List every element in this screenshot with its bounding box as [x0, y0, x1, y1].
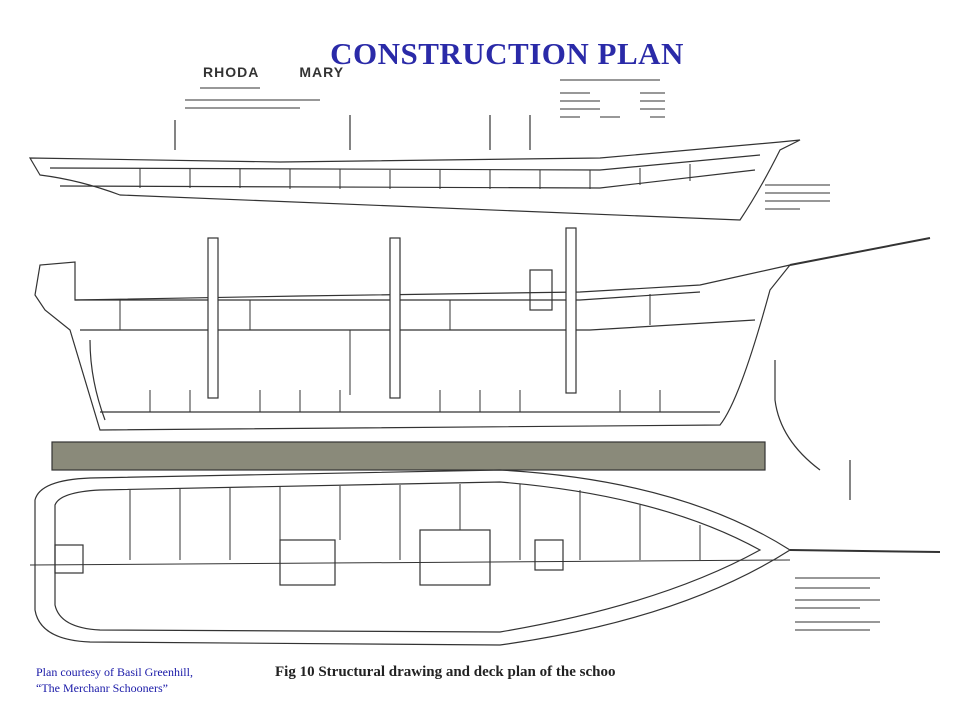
slide-title: CONSTRUCTION PLAN — [330, 36, 684, 71]
vessel-name-2: MARY — [299, 64, 345, 80]
vessel-name-1: RHODA — [203, 64, 260, 80]
figure-caption: Fig 10 Structural drawing and deck plan … — [275, 664, 616, 680]
credit-note: Plan courtesy of Basil Greenhill, “The M… — [36, 664, 193, 696]
keelson-bar — [51, 441, 766, 471]
specs-block — [185, 79, 830, 210]
inboard-profile — [34, 227, 931, 500]
outboard-profile — [28, 115, 801, 221]
credit-line-1: Plan courtesy of Basil Greenhill, — [36, 665, 193, 679]
credit-line-2: “The Merchanr Schooners” — [36, 681, 168, 695]
vessel-name: RHODA MARY — [203, 64, 384, 80]
deck-plan — [29, 469, 941, 646]
